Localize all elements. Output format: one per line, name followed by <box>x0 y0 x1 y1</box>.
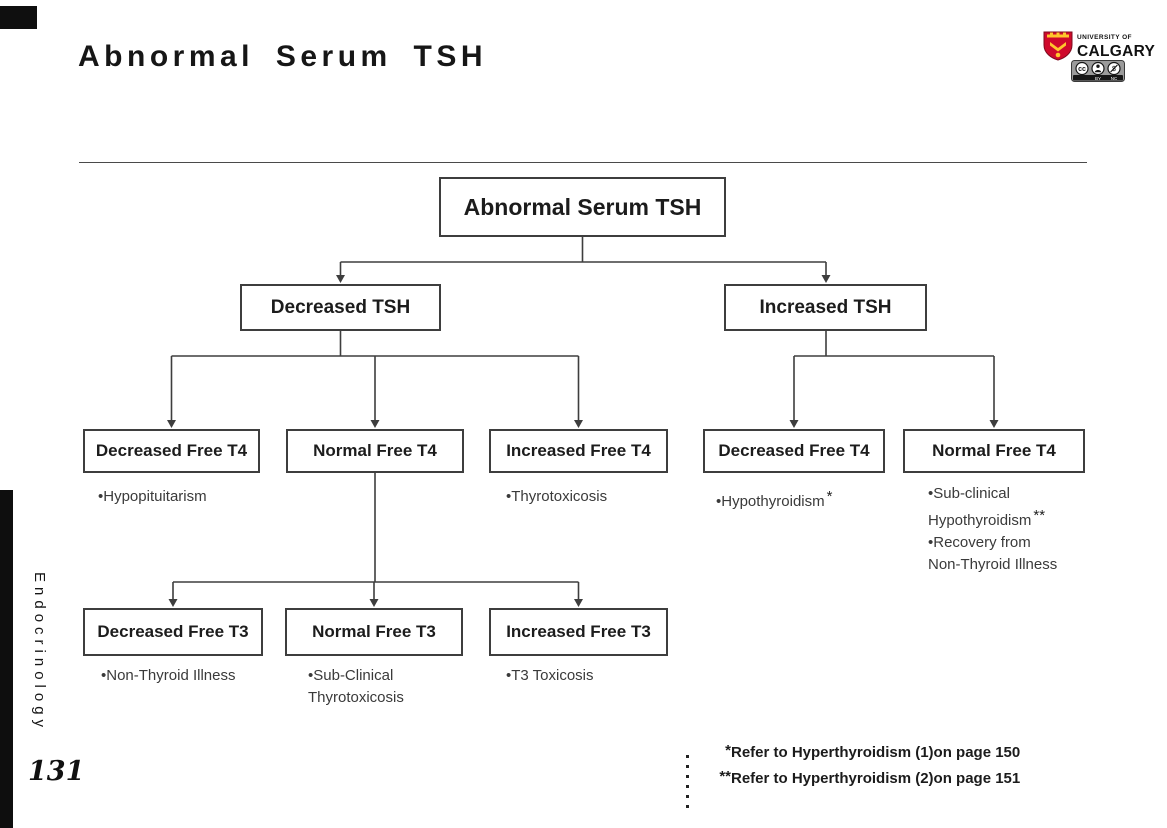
annotation-t3-toxicosis: •T3 Toxicosis <box>506 667 594 684</box>
footnote-2: **Refer to Hyperthyroidism (2)on page 15… <box>703 768 1021 796</box>
annotation-text: •Hypothyroidism <box>716 493 825 510</box>
annotation-subclinical-thyrotoxicosis: •Sub-Clinical Thyrotoxicosis <box>308 665 404 709</box>
svg-text:$: $ <box>1112 66 1116 73</box>
cc-icon-label: cc <box>1078 66 1086 73</box>
annotation-line: Hypothyroidism** <box>928 505 1057 532</box>
annotation-non-thyroid-illness: •Non-Thyroid Illness <box>101 667 236 684</box>
cc-license-badge: cc $ BY NC <box>1071 60 1125 82</box>
annotation-line: Thyrotoxicosis <box>308 689 404 706</box>
university-crest-icon <box>1043 31 1073 61</box>
annotation-line: Non-Thyroid Illness <box>928 556 1058 573</box>
annotation-line: •Sub-clinical <box>928 485 1010 502</box>
flowchart-node-increased-tsh: Increased TSH <box>724 284 927 331</box>
annotation-line: •Recovery from <box>928 534 1031 551</box>
annotation-subclinical-hypothyroidism: •Sub-clinical Hypothyroidism** •Recovery… <box>928 483 1057 576</box>
footnote-marker-2: ** <box>1033 507 1046 524</box>
flowchart-node-normal-free-t3: Normal Free T3 <box>285 608 463 656</box>
flowchart-node-increased-free-t4-left: Increased Free T4 <box>489 429 668 473</box>
section-label: Endocrinology <box>31 572 48 733</box>
flowchart-node-decreased-free-t4-left: Decreased Free T4 <box>83 429 260 473</box>
flowchart-node-abnormal-serum-tsh: Abnormal Serum TSH <box>439 177 726 237</box>
footnote-divider <box>686 755 689 815</box>
annotation-hypothyroidism: •Hypothyroidism* <box>716 486 832 513</box>
header-divider <box>79 162 1087 163</box>
section-sidebar-accent <box>0 490 13 828</box>
university-name-top: UNIVERSITY OF <box>1077 34 1132 41</box>
footnote-2-text: Refer to Hyperthyroidism (2)on page 151 <box>731 770 1021 787</box>
flowchart-node-normal-free-t4-right: Normal Free T4 <box>903 429 1085 473</box>
university-name-bottom: CALGARY <box>1077 42 1156 60</box>
footnote-1: *Refer to Hyperthyroidism (1)on page 150 <box>703 742 1021 770</box>
page-title: Abnormal Serum TSH <box>78 40 488 73</box>
annotation-thyrotoxicosis: •Thyrotoxicosis <box>506 488 608 505</box>
flowchart-node-decreased-free-t4-right: Decreased Free T4 <box>703 429 885 473</box>
footnote-marker-1: * <box>826 488 833 505</box>
page-number: 131 <box>28 756 85 787</box>
corner-accent-block <box>0 6 37 29</box>
flowchart-node-increased-free-t3: Increased Free T3 <box>489 608 668 656</box>
by-label: BY <box>1095 76 1101 81</box>
nc-label: NC <box>1111 76 1118 81</box>
annotation-hypopituitarism: •Hypopituitarism <box>98 488 207 505</box>
cc-icon <box>1075 61 1089 76</box>
annotation-text: Hypothyroidism <box>928 512 1032 529</box>
university-logo-text: UNIVERSITY OF CALGARY <box>1077 34 1156 60</box>
footnote-1-text: Refer to Hyperthyroidism (1)on page 150 <box>731 744 1021 761</box>
flowchart-node-normal-free-t4-left: Normal Free T4 <box>286 429 464 473</box>
flowchart-node-decreased-tsh: Decreased TSH <box>240 284 441 331</box>
annotation-line: •Sub-Clinical <box>308 667 394 684</box>
attribution-icon <box>1091 61 1105 76</box>
footnote-1-marker: * <box>725 742 731 759</box>
footnotes: *Refer to Hyperthyroidism (1)on page 150… <box>686 742 1021 815</box>
flowchart-node-decreased-free-t3: Decreased Free T3 <box>83 608 263 656</box>
footnote-2-marker: ** <box>719 768 731 785</box>
